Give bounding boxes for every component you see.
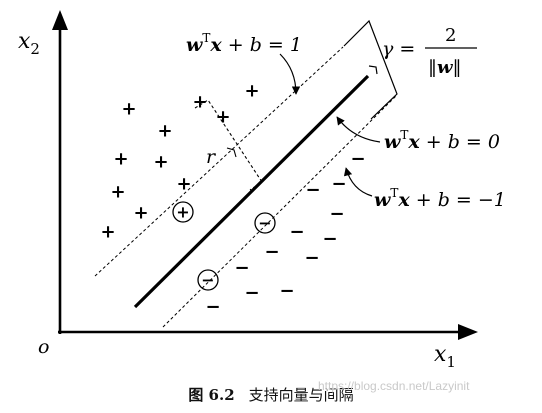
origin-label: o xyxy=(38,336,49,358)
negative-sample: − xyxy=(305,179,320,200)
negative-sample: − xyxy=(350,148,365,169)
upper-margin-line xyxy=(94,46,344,277)
hyperplane-line xyxy=(133,74,370,309)
negative-sample: − xyxy=(234,257,249,278)
y-axis-label: x2 xyxy=(18,29,40,58)
gamma-numerator: 2 xyxy=(445,25,456,46)
watermark: https://blog.csdn.net/Lazyinit xyxy=(318,379,470,393)
upper-margin-label: wTx + b = 1 xyxy=(186,31,302,56)
lower-margin-pointer xyxy=(343,167,373,197)
hyperplane-pointer xyxy=(336,116,381,143)
negative-sample: − xyxy=(304,247,319,268)
positive-sample: + xyxy=(215,106,230,127)
positive-sample: + xyxy=(192,91,207,112)
negative-sample: − xyxy=(264,241,279,262)
positive-sample: + xyxy=(176,173,191,194)
positive-sample: + xyxy=(121,98,136,119)
positive-sample: + xyxy=(153,151,168,172)
negative-sample: − xyxy=(279,280,294,301)
support-vector-circle xyxy=(172,201,194,223)
support-vector-circle xyxy=(197,269,219,291)
positive-sample: + xyxy=(100,221,115,242)
negative-sample: − xyxy=(289,221,304,242)
hyperplane-label: wTx + b = 0 xyxy=(384,128,500,153)
r-bracket xyxy=(194,99,263,191)
lower-margin-label: wTx + b = −1 xyxy=(374,186,506,211)
positive-sample: + xyxy=(157,120,172,141)
negative-sample: − xyxy=(322,228,337,249)
r-label: r xyxy=(206,146,217,168)
gamma-bracket xyxy=(343,19,398,120)
upper-margin-pointer xyxy=(279,53,301,95)
negative-sample: − xyxy=(329,203,344,224)
positive-sample: + xyxy=(113,148,128,169)
svm-margin-diagram: x2 x1 o r wTx + b = 1 wTx + b = 0 wTx + … xyxy=(18,10,506,371)
negative-sample: − xyxy=(331,173,346,194)
negative-support-vector: − xyxy=(201,271,214,290)
positive-sample: + xyxy=(244,80,259,101)
positive-sample: + xyxy=(133,202,148,223)
gamma-bracket-tick xyxy=(368,65,378,75)
support-vector-circle xyxy=(254,212,276,234)
negative-sample: − xyxy=(244,282,259,303)
data-points: +++++++++++−−−−−−−−−−−−+−− xyxy=(100,80,365,317)
r-bracket-tick xyxy=(226,147,237,158)
x-axis-label: x1 xyxy=(434,342,456,371)
gamma-denominator: ‖w‖ xyxy=(428,57,462,78)
y-axis-arrow xyxy=(52,10,68,30)
caption-number: 图 6.2 xyxy=(188,386,235,404)
gamma-lhs: γ = xyxy=(382,38,415,60)
caption-title: 支持向量与间隔 xyxy=(248,386,354,404)
x-axis-arrow xyxy=(458,324,478,340)
positive-sample: + xyxy=(110,181,125,202)
negative-sample: − xyxy=(205,296,220,317)
figure-caption: 图 6.2 支持向量与间隔 https://blog.csdn.net/Lazyi… xyxy=(0,379,542,405)
positive-support-vector: + xyxy=(176,203,189,222)
negative-support-vector: − xyxy=(258,214,271,233)
